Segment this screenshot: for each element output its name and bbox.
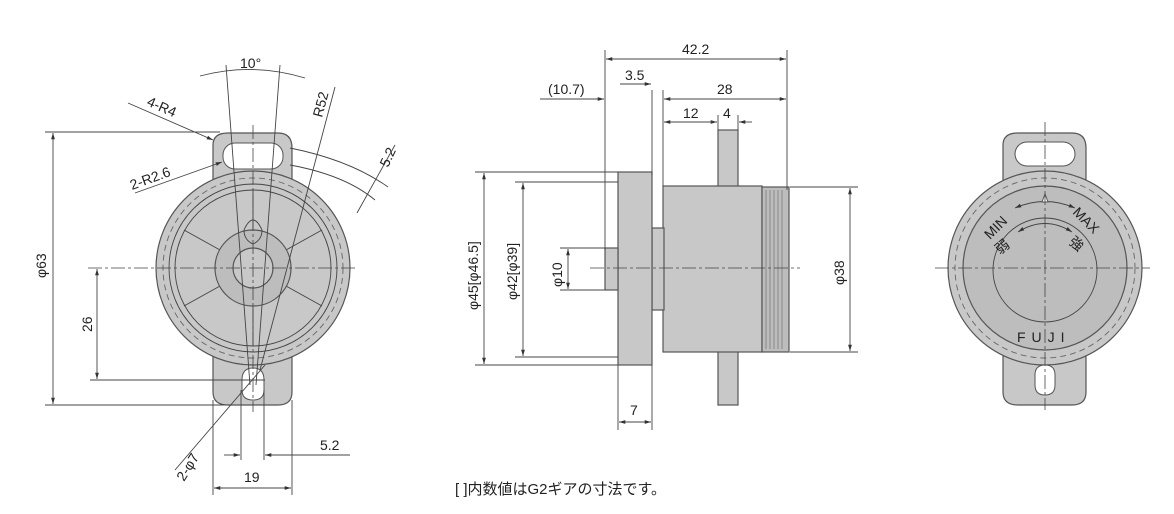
dim-overall-length: 42.2 bbox=[682, 41, 709, 57]
dim-arc-width: 5.2 bbox=[376, 145, 399, 170]
dim-hole-offset: 26 bbox=[79, 316, 95, 332]
dim-angle: 10° bbox=[240, 55, 261, 71]
dim-arc-radius: R52 bbox=[309, 90, 331, 119]
shaft bbox=[604, 247, 619, 291]
dim-slot-radius: 4-R4 bbox=[145, 93, 179, 120]
footnote: [ ]内数値はG2ギアの寸法です。 bbox=[455, 481, 667, 498]
dim-hole-width: 5.2 bbox=[320, 437, 340, 453]
front-view: 10° 4-R4 2-R2.6 R52 5.2 φ63 26 2-φ7 19 5… bbox=[33, 55, 399, 495]
dim-tab-offset: 12 bbox=[683, 105, 699, 121]
dim-shaft-length: (10.7) bbox=[548, 81, 585, 97]
dim-diameter: φ63 bbox=[33, 253, 49, 278]
body bbox=[662, 185, 763, 353]
dim-flange: 3.5 bbox=[625, 67, 645, 83]
dim-holes: 2-φ7 bbox=[173, 450, 202, 484]
dim-body-length: 28 bbox=[717, 81, 733, 97]
dim-flange-diameter: φ45[φ46.5] bbox=[465, 241, 481, 310]
knob bbox=[761, 186, 790, 353]
dim-slot-radius-small: 2-R2.6 bbox=[128, 163, 173, 192]
flange bbox=[617, 171, 653, 366]
collar bbox=[651, 227, 665, 311]
dim-tab-width: 19 bbox=[244, 469, 260, 485]
side-view: 42.2 (10.7) 3.5 28 12 4 φ45[φ46.5] φ42[φ… bbox=[465, 41, 858, 430]
dim-tab-thickness: 4 bbox=[723, 105, 731, 121]
dim-flange-width: 7 bbox=[630, 402, 638, 418]
back-view: MIN MAX 弱 強 FUJI bbox=[935, 122, 1150, 410]
dim-body-diameter: φ42[φ39] bbox=[504, 243, 520, 300]
brand-label: FUJI bbox=[1017, 329, 1071, 345]
dim-knob-diameter: φ38 bbox=[831, 260, 847, 285]
dim-shaft-diameter: φ10 bbox=[549, 262, 565, 287]
